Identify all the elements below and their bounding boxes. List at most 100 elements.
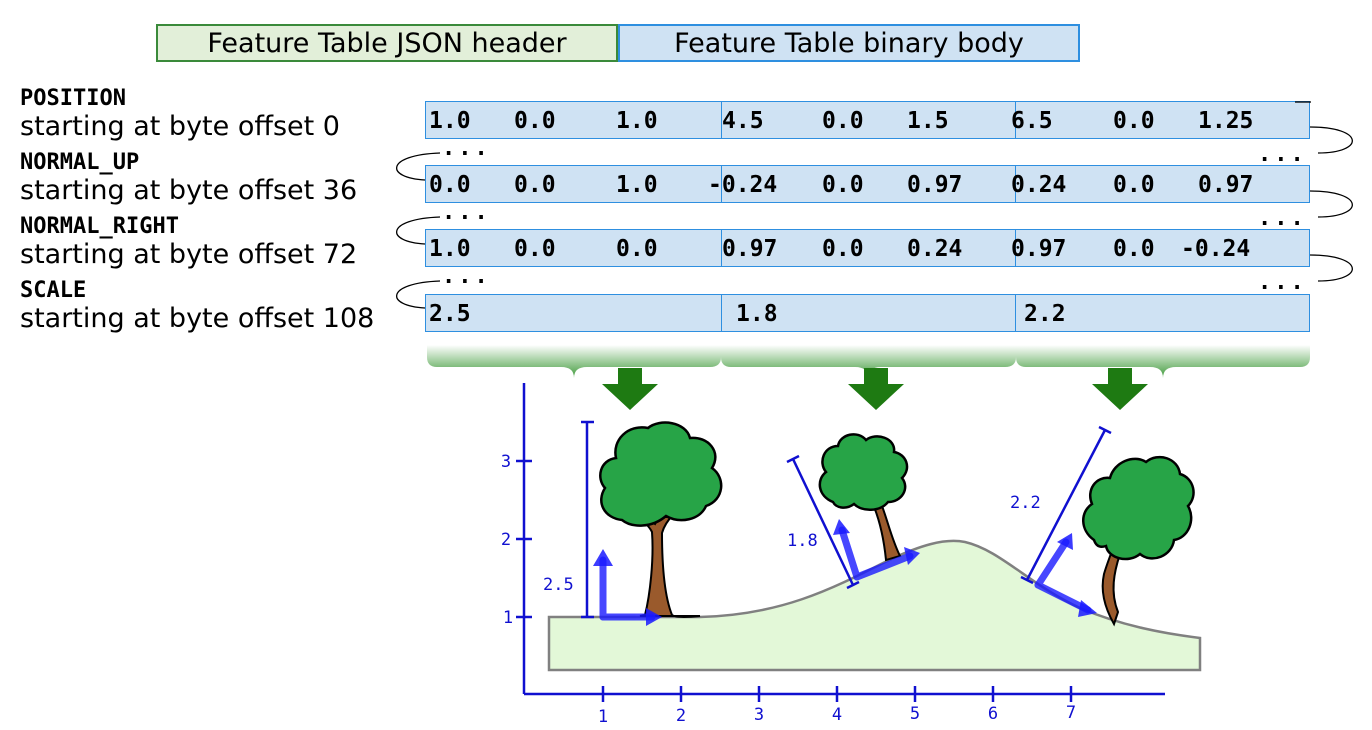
up-vector-arrow — [1034, 538, 1070, 589]
value-cell: 0.0 — [822, 108, 864, 134]
value-cell: 0.24 — [907, 236, 963, 262]
y-tick-labels: 1 2 3 — [501, 452, 513, 628]
value-cell: 1.0 — [616, 108, 658, 134]
x-tick-labels: 1 2 3 4 5 6 7 — [598, 703, 1076, 727]
value-cell: -0.24 — [708, 172, 778, 198]
brace-instance-2 — [1016, 345, 1310, 378]
scale-measures — [581, 420, 1112, 619]
x-tick-label: 5 — [910, 704, 920, 724]
continuation-dots: ... — [1258, 206, 1307, 231]
value-cell: 0.0 — [514, 172, 556, 198]
json-header-bar: Feature Table JSON header — [156, 24, 618, 62]
value-cell: 0.97 — [1011, 236, 1067, 262]
x-tick-label: 1 — [598, 707, 608, 727]
instance-braces — [427, 345, 1310, 378]
normal-right-instance-0: 1.0 0.0 0.0 — [426, 230, 722, 266]
value-cell: 1.5 — [907, 108, 949, 134]
continuation-dots: ... — [442, 264, 491, 289]
normal-up-instance-0: 0.0 0.0 1.0 — [426, 166, 722, 202]
value-cell: 0.0 — [1113, 108, 1155, 134]
scale-row: 2.5 1.8 2.2 — [425, 294, 1310, 332]
x-tick-label: 6 — [988, 704, 998, 724]
tree-icon — [818, 433, 909, 562]
binary-body-bar: Feature Table binary body — [618, 24, 1080, 62]
down-arrows — [602, 368, 1148, 410]
down-arrow-icon — [602, 368, 658, 410]
wrap-connector-left — [396, 216, 441, 245]
x-tick-label: 2 — [676, 706, 686, 726]
value-cell: 1.0 — [616, 172, 658, 198]
x-tick-label: 7 — [1066, 703, 1076, 723]
position-instance-1: 4.5 0.0 1.5 — [722, 102, 1016, 138]
value-cell: 0.97 — [907, 172, 963, 198]
value-cell: 0.0 — [514, 108, 556, 134]
down-arrow-icon — [848, 368, 904, 410]
x-tick-label: 4 — [832, 705, 842, 725]
value-cell: 2.2 — [1024, 301, 1066, 327]
value-cell: -0.24 — [1181, 236, 1251, 262]
normal-up-label: NORMAL_UP starting at byte offset 36 — [20, 150, 357, 206]
scale-instance-2: 2.2 — [1016, 295, 1309, 331]
axis-ticks — [516, 459, 1073, 702]
binary-body-label: Feature Table binary body — [674, 27, 1024, 59]
wrap-connector-left — [396, 280, 441, 309]
normal-up-instance-1: -0.24 0.0 0.97 — [708, 166, 1016, 202]
normal-right-instance-2: 0.97 0.0 -0.24 — [1011, 230, 1309, 266]
scale-label-text: 2.2 — [1010, 493, 1041, 513]
normal-right-instance-1: 0.97 0.0 0.24 — [722, 230, 1016, 266]
y-tick-label: 1 — [503, 608, 513, 628]
value-cell: 0.0 — [822, 236, 864, 262]
value-cell: 0.0 — [429, 172, 471, 198]
scale-label-text: 2.5 — [543, 575, 574, 595]
scale-measure-line — [1025, 429, 1107, 581]
hill-terrain — [547, 539, 1202, 672]
json-header-label: Feature Table JSON header — [207, 27, 567, 59]
continuation-dots: ... — [1258, 270, 1307, 295]
scale-measure-line — [791, 458, 855, 586]
tree-icon — [1082, 455, 1195, 627]
property-name: NORMAL_UP — [20, 150, 140, 175]
scale-label-text: 1.8 — [787, 531, 818, 551]
value-cell: 0.0 — [514, 236, 556, 262]
value-cell: 1.8 — [736, 301, 778, 327]
value-cell: 2.5 — [429, 301, 471, 327]
property-offset: starting at byte offset 36 — [20, 175, 358, 206]
scale-instance-1: 1.8 — [722, 295, 1016, 331]
y-tick-label: 3 — [501, 452, 511, 472]
y-tick-label: 2 — [501, 530, 511, 550]
row-wrap-connectors — [396, 101, 1353, 309]
wrap-connector-right — [1309, 254, 1353, 282]
property-offset: starting at byte offset 72 — [20, 239, 358, 270]
down-arrow-icon — [1092, 368, 1148, 410]
value-cell: 1.0 — [429, 236, 471, 262]
tree-icon — [599, 421, 723, 618]
wrap-connector-right — [1309, 190, 1353, 218]
property-name: POSITION — [20, 86, 126, 111]
value-cell: 6.5 — [1011, 108, 1053, 134]
value-cell: 0.0 — [616, 236, 658, 262]
right-vector-arrow — [853, 552, 914, 581]
continuation-dots: ... — [442, 136, 491, 161]
property-name: SCALE — [20, 278, 87, 303]
scale-measure-labels: 2.5 1.8 2.2 — [543, 493, 1041, 595]
brace-instance-1 — [721, 345, 1016, 378]
normal-up-instance-2: 0.24 0.0 0.97 — [1011, 166, 1309, 202]
value-cell: 0.0 — [1113, 172, 1155, 198]
value-cell: 0.97 — [722, 236, 778, 262]
wrap-connector-left — [396, 152, 441, 181]
orientation-arrows — [599, 526, 1092, 621]
x-tick-label: 3 — [754, 705, 764, 725]
right-vector-arrow — [1034, 581, 1092, 614]
continuation-dots: ... — [442, 200, 491, 225]
position-instance-0: 1.0 0.0 1.0 — [426, 102, 722, 138]
property-offset: starting at byte offset 108 — [20, 303, 375, 334]
value-cell: 0.0 — [1113, 236, 1155, 262]
normal-right-label: NORMAL_RIGHT starting at byte offset 72 — [20, 214, 357, 270]
position-row: 1.0 0.0 1.0 4.5 0.0 1.5 6.5 0.0 1.25 — [425, 101, 1310, 139]
value-cell: 1.0 — [429, 108, 471, 134]
normal-right-row: 1.0 0.0 0.0 0.97 0.0 0.24 0.97 0.0 -0.24 — [425, 229, 1310, 267]
continuation-dots: ... — [1258, 142, 1307, 167]
property-offset: starting at byte offset 0 — [20, 111, 340, 142]
up-vector-arrow — [838, 526, 861, 581]
